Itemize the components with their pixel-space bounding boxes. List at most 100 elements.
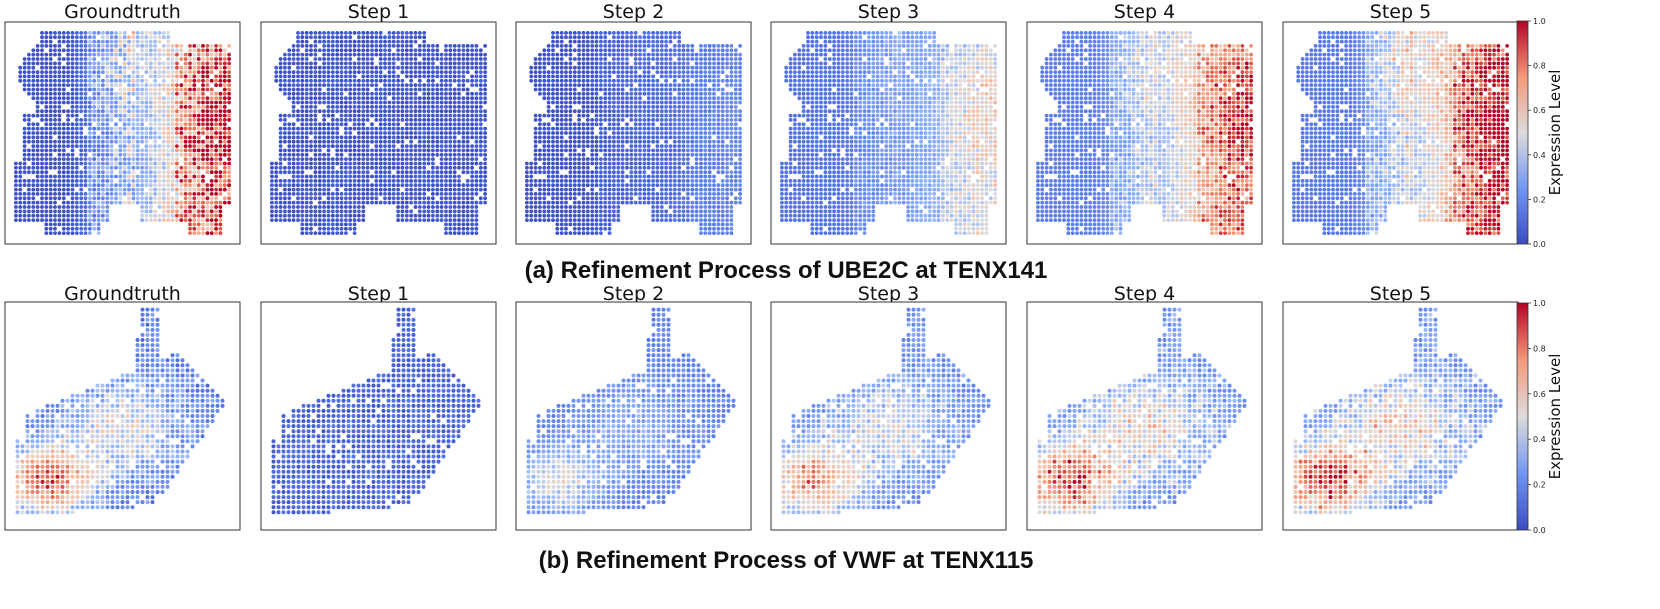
spot — [31, 144, 36, 149]
spot — [274, 161, 279, 166]
spot — [188, 52, 192, 57]
spot — [179, 100, 184, 105]
spot — [157, 100, 162, 105]
spot — [703, 96, 708, 101]
spot — [357, 213, 361, 218]
spot — [291, 122, 296, 127]
spot — [300, 226, 305, 231]
spot — [365, 61, 370, 66]
spot — [322, 48, 326, 53]
spot — [348, 187, 353, 192]
spot — [478, 87, 483, 92]
spot — [122, 35, 127, 40]
spot — [599, 78, 603, 83]
spot — [344, 52, 348, 57]
spot — [378, 57, 383, 61]
spot — [31, 126, 36, 131]
spot — [483, 91, 487, 96]
spot — [668, 83, 673, 87]
spot — [361, 100, 366, 105]
spot — [291, 187, 296, 192]
spot — [309, 192, 313, 196]
spot — [330, 165, 335, 170]
spot — [118, 179, 123, 183]
spot — [209, 48, 214, 53]
spot — [309, 35, 313, 40]
spot — [655, 78, 660, 83]
spot — [646, 100, 651, 105]
spot — [426, 48, 431, 53]
spot — [218, 152, 223, 157]
spot — [35, 192, 40, 196]
spot — [313, 192, 318, 196]
spot — [422, 31, 427, 35]
spot — [378, 192, 383, 196]
spot — [209, 205, 214, 209]
spot — [452, 187, 457, 192]
spot — [330, 31, 335, 35]
spot — [61, 139, 66, 144]
spot — [387, 100, 392, 105]
spot — [66, 44, 70, 48]
spot — [205, 213, 210, 218]
spot — [387, 109, 392, 114]
spot — [361, 135, 366, 140]
spot — [317, 57, 322, 61]
spot — [374, 126, 379, 131]
spot — [144, 205, 149, 209]
spot — [201, 152, 205, 157]
spot — [594, 78, 599, 83]
spot — [431, 100, 435, 105]
spot — [214, 135, 219, 140]
spot — [448, 122, 453, 127]
spot — [478, 126, 483, 131]
spot — [335, 183, 340, 188]
spot — [61, 96, 66, 101]
spot — [14, 218, 18, 223]
spot — [74, 48, 79, 53]
spot — [61, 83, 66, 87]
spot — [131, 31, 136, 35]
spot — [201, 122, 205, 127]
spot — [559, 70, 564, 74]
spot — [22, 165, 27, 170]
spot — [192, 65, 197, 70]
spot — [196, 109, 201, 114]
spot — [672, 126, 677, 131]
spot — [357, 48, 361, 53]
spot — [616, 61, 621, 66]
spot — [538, 118, 542, 122]
spot — [70, 31, 75, 35]
spot — [352, 135, 357, 140]
spot — [681, 83, 686, 87]
spot — [599, 65, 603, 70]
spot — [707, 44, 712, 48]
spot — [568, 65, 573, 70]
spot — [655, 100, 660, 105]
spot — [707, 65, 712, 70]
spot — [74, 31, 79, 35]
spot — [283, 209, 287, 214]
spot — [322, 65, 326, 70]
spot — [330, 74, 335, 79]
spot — [659, 91, 664, 96]
spot — [712, 48, 716, 53]
spot — [457, 192, 461, 196]
spot — [79, 152, 84, 157]
spot — [457, 179, 461, 183]
spot — [300, 222, 305, 227]
spot — [577, 91, 581, 96]
spot — [413, 144, 418, 149]
spot — [300, 118, 305, 122]
spot — [131, 139, 136, 144]
spot — [470, 96, 474, 101]
spot — [699, 91, 703, 96]
spot — [426, 118, 431, 122]
spot — [296, 65, 300, 70]
spot — [417, 200, 422, 205]
spot — [48, 144, 53, 149]
spot — [335, 161, 340, 166]
spot — [357, 65, 361, 70]
spot — [365, 152, 370, 157]
spot — [348, 83, 353, 87]
